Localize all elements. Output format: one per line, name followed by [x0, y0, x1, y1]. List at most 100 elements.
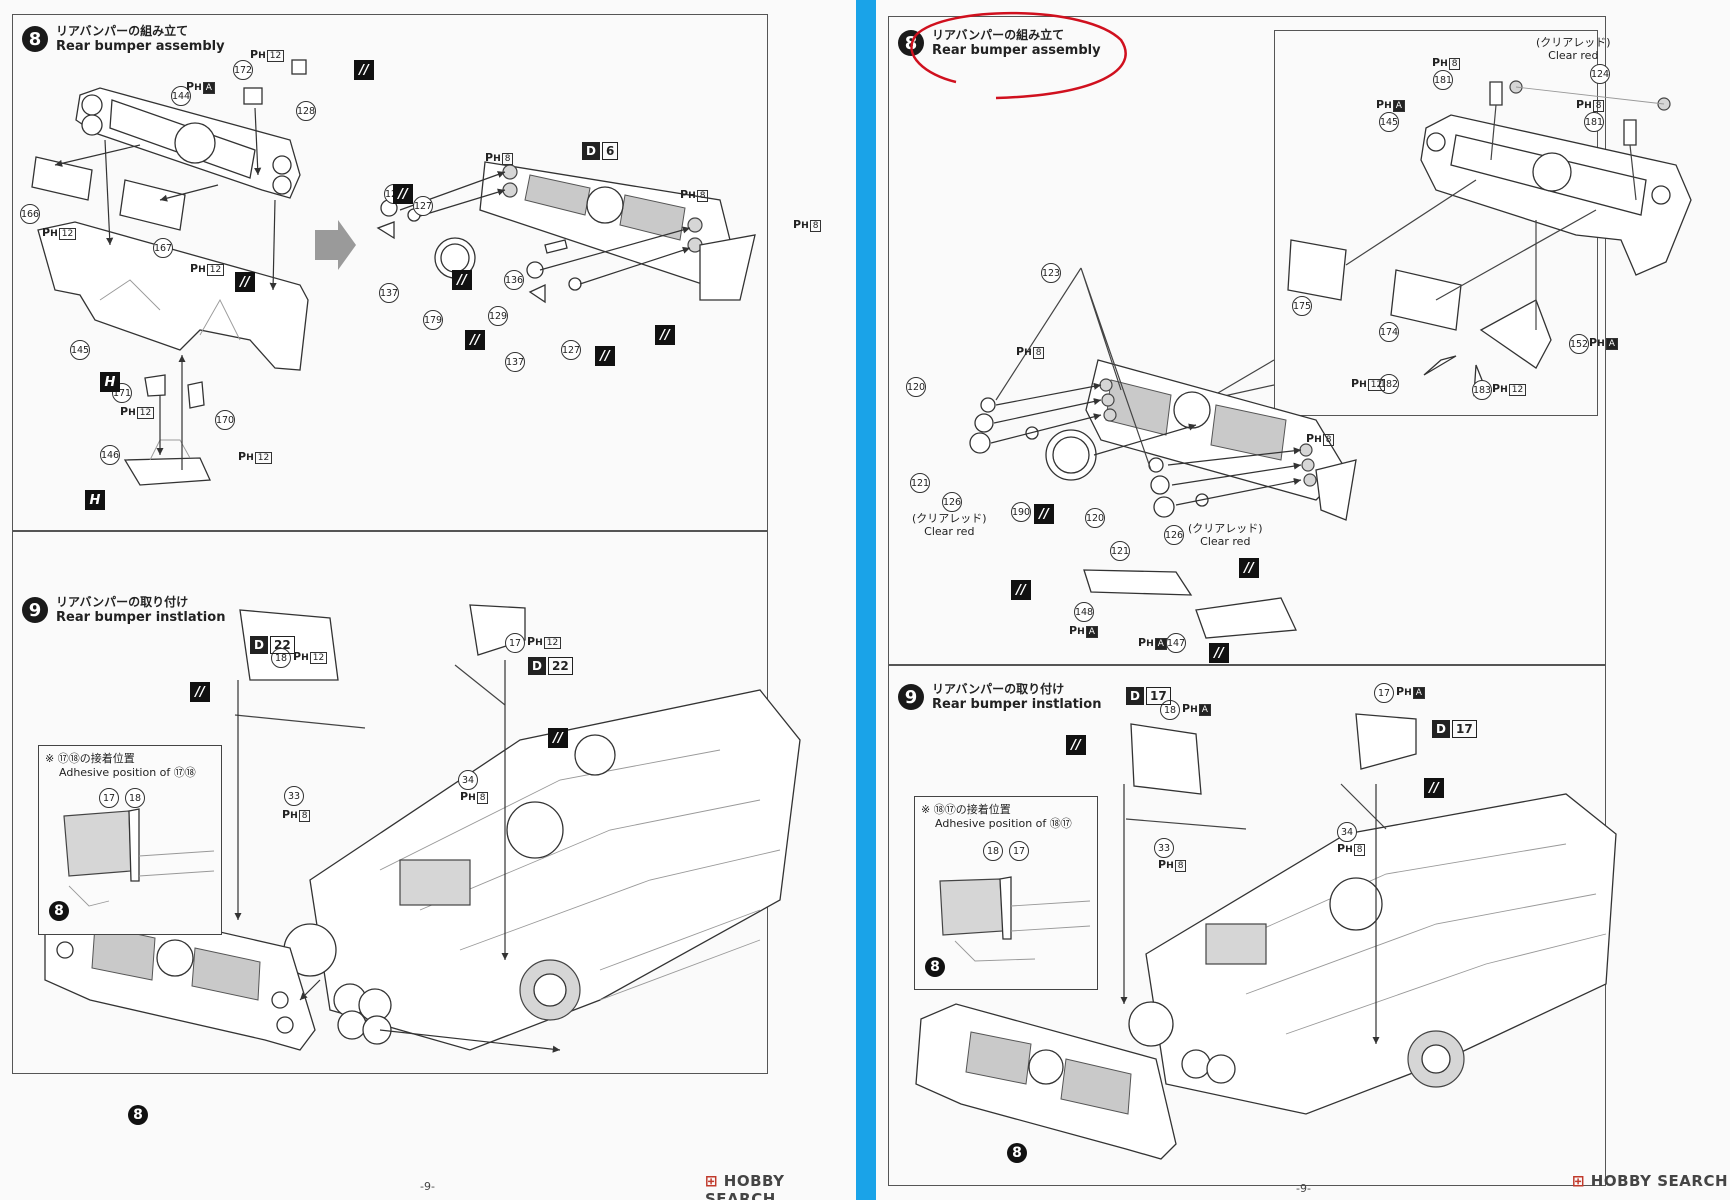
- hinge-icon: H: [100, 372, 120, 392]
- part-136: 136: [504, 270, 524, 290]
- step-title-en: Rear bumper instlation: [56, 610, 226, 625]
- part-33: 33: [284, 786, 304, 806]
- step8-frame: [888, 16, 1606, 666]
- part-175: 175: [1292, 296, 1312, 316]
- step-number: 9: [898, 684, 924, 710]
- part-128: 128: [296, 101, 316, 121]
- part-145: 145: [1379, 112, 1399, 132]
- part-166: 166: [20, 204, 40, 224]
- step-number: 9: [22, 597, 48, 623]
- step-title-en: Rear bumper assembly: [932, 43, 1101, 58]
- part-126-b: 126: [1164, 525, 1184, 545]
- part-120-b: 120: [1085, 508, 1105, 528]
- cement-icon: //: [1239, 558, 1259, 578]
- part-145: 145: [70, 340, 90, 360]
- part-17: 17: [1374, 683, 1394, 703]
- part-144: 144: [171, 86, 191, 106]
- part-34: 34: [458, 770, 478, 790]
- part-17: 17: [1009, 841, 1029, 861]
- part-181: 181: [1433, 70, 1453, 90]
- part-170: 170: [215, 410, 235, 430]
- step9-title: 9 リアバンパーの取り付け Rear bumper instlation: [898, 682, 1101, 712]
- cement-icon: //: [465, 330, 485, 350]
- cement-icon: //: [1066, 735, 1086, 755]
- clear-red-label: (クリアレッド)Clear red: [1536, 36, 1611, 62]
- part-152: 152: [1569, 334, 1589, 354]
- cement-icon: //: [452, 270, 472, 290]
- step-ref-8: 8: [128, 1105, 148, 1125]
- part-123: 123: [1041, 263, 1061, 283]
- part-120: 120: [906, 377, 926, 397]
- watermark: ⊞ HOBBY SEARCH: [1572, 1172, 1729, 1190]
- part-137: 137: [379, 283, 399, 303]
- page-number: -9-: [1296, 1182, 1311, 1195]
- chassis-installation-diagram: [44, 604, 801, 1053]
- step-title-jp: リアバンパーの取り付け: [932, 682, 1065, 696]
- part-127-b: 127: [561, 340, 581, 360]
- cement-icon: //: [393, 184, 413, 204]
- part-147: 147: [1166, 633, 1186, 653]
- cement-icon: //: [1034, 504, 1054, 524]
- part-33: 33: [1154, 838, 1174, 858]
- part-148: 148: [1074, 602, 1094, 622]
- part-34: 34: [1337, 822, 1357, 842]
- part-179: 179: [423, 310, 443, 330]
- step-title-jp: リアバンパーの組み立て: [932, 28, 1065, 42]
- part-190: 190: [1011, 502, 1031, 522]
- part-181-b: 181: [1584, 112, 1604, 132]
- cement-icon: //: [190, 682, 210, 702]
- step-title-jp: リアバンパーの取り付け: [56, 595, 189, 609]
- bumper-exploded-diagram: [31, 59, 756, 486]
- adhesive-inset: ※ ⑱⑰の接着位置 Adhesive position of ⑱⑰ 18 17 …: [914, 796, 1098, 990]
- cement-icon: //: [1424, 778, 1444, 798]
- part-124: 124: [1590, 64, 1610, 84]
- cement-icon: //: [354, 60, 374, 80]
- manual-page-left: 8 リアバンパーの組み立て Rear bumper assembly: [0, 0, 856, 1200]
- cement-icon: //: [595, 346, 615, 366]
- part-146: 146: [100, 445, 120, 465]
- step8-title: 8 リアバンパーの組み立て Rear bumper assembly: [22, 24, 225, 54]
- step-title-jp: リアバンパーの組み立て: [56, 24, 189, 38]
- step-number: 8: [22, 26, 48, 52]
- chassis-installation-diagram: [915, 713, 1617, 1160]
- step-ref-8: 8: [1007, 1143, 1027, 1163]
- part-18: 18: [983, 841, 1003, 861]
- part-137-b: 137: [505, 352, 525, 372]
- part-121-b: 121: [1110, 541, 1130, 561]
- red-annotation-ellipse: [910, 11, 1127, 100]
- part-17: 17: [505, 633, 525, 653]
- cement-icon: //: [1209, 643, 1229, 663]
- page-divider: [856, 0, 876, 1200]
- step8-frame: [12, 14, 768, 532]
- step-ref-8: 8: [925, 957, 945, 977]
- cement-icon: //: [548, 728, 568, 748]
- step-ref-8: 8: [49, 901, 69, 921]
- manual-page-right: 8 リアバンパーの組み立て Rear bumper assembly: [876, 0, 1730, 1200]
- clear-red-label: (クリアレッド)Clear red: [912, 512, 987, 538]
- inset-title-jp: ※ ⑰⑱の接着位置: [45, 752, 135, 765]
- inset-title-en: Adhesive position of ⑰⑱: [59, 766, 196, 779]
- part-18: 18: [125, 788, 145, 808]
- part-172: 172: [233, 60, 253, 80]
- part-17: 17: [99, 788, 119, 808]
- part-127: 127: [413, 196, 433, 216]
